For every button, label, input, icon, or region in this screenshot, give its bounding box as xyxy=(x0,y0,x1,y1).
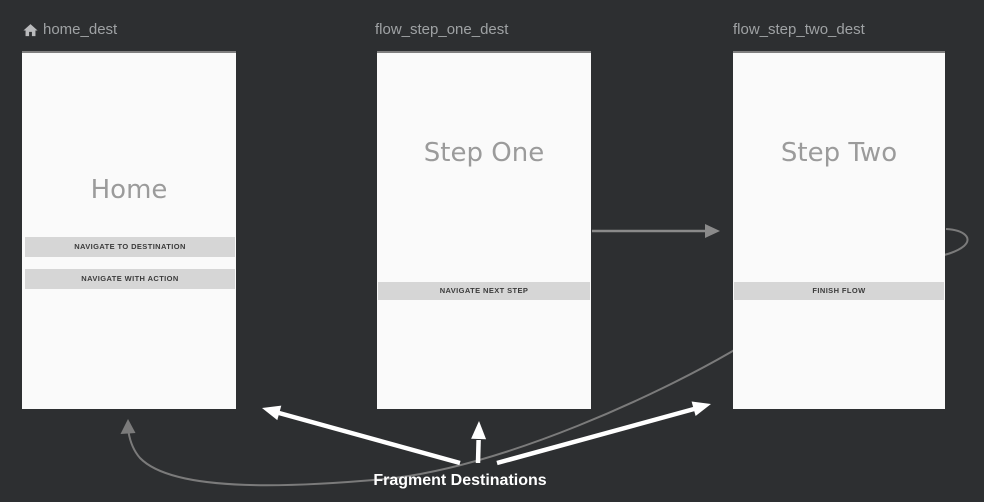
button-finish-flow: FINISH FLOW xyxy=(734,282,944,300)
arrowhead-icon xyxy=(691,401,711,416)
annotation-arrow-left xyxy=(262,405,461,466)
button-navigate-next-step: NAVIGATE NEXT STEP xyxy=(378,282,590,300)
destination-preview-step-one[interactable]: Step One NAVIGATE NEXT STEP xyxy=(377,51,591,409)
action-edge-finish-to-home[interactable] xyxy=(120,228,969,487)
action-edge-step-one-to-step-two[interactable] xyxy=(592,224,720,238)
button-navigate-with-action: NAVIGATE WITH ACTION xyxy=(25,269,235,289)
arrowhead-icon xyxy=(471,421,487,440)
button-navigate-to-destination: NAVIGATE TO DESTINATION xyxy=(25,237,235,257)
annotation-arrow-right xyxy=(496,401,711,466)
destination-preview-step-two[interactable]: Step Two FINISH FLOW xyxy=(733,51,945,409)
destination-header-home_dest[interactable]: home_dest xyxy=(22,21,117,39)
destination-label: flow_step_two_dest xyxy=(733,21,865,38)
screen-title: Home xyxy=(90,175,168,205)
destination-preview-home[interactable]: Home NAVIGATE TO DESTINATION NAVIGATE WI… xyxy=(22,51,236,409)
destination-header-flow_step_one_dest[interactable]: flow_step_one_dest xyxy=(375,21,508,39)
destination-header-flow_step_two_dest[interactable]: flow_step_two_dest xyxy=(733,21,865,39)
arrowhead-icon xyxy=(262,405,282,421)
screen-title: Step One xyxy=(423,138,545,168)
screen-title: Step Two xyxy=(780,138,898,168)
arrowhead-icon xyxy=(120,419,136,434)
destination-label: flow_step_one_dest xyxy=(375,21,509,38)
destination-label: home_dest xyxy=(43,21,118,38)
arrowhead-icon xyxy=(705,224,720,238)
annotation-label: Fragment Destinations xyxy=(373,472,547,489)
annotation-arrow-middle xyxy=(471,421,487,464)
home-icon xyxy=(23,23,38,36)
